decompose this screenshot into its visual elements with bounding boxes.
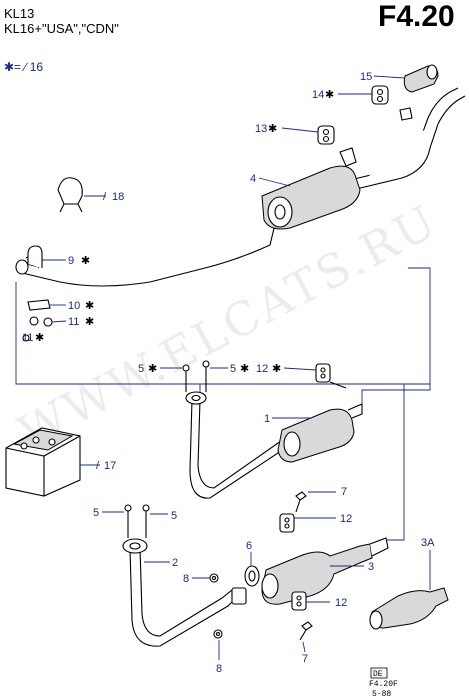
page-code: F4.20 [378, 0, 455, 33]
callout-18: 18 [112, 191, 124, 203]
callout-7-b: 7 [302, 653, 308, 665]
footer-lang: DE [373, 670, 383, 679]
front-muffler-pipe [189, 399, 291, 499]
callout-13: 13 [255, 123, 267, 135]
svg-text:✱: ✱ [85, 315, 94, 328]
footer-date: 5-88 [372, 690, 391, 699]
callout-3: 3 [368, 561, 374, 573]
callout-3a: 3A [421, 537, 435, 549]
callout-5-d: 5 [171, 510, 177, 522]
bolt-5-b [202, 360, 210, 392]
rubber-mount-12-a [315, 363, 347, 389]
callout-8-a: 8 [183, 573, 189, 585]
svg-text:✱: ✱ [272, 362, 281, 375]
frame-line-mid [361, 384, 431, 404]
svg-text:✱: ✱ [268, 122, 277, 135]
footer-ref: F4.20F [369, 680, 398, 689]
callout-14: 14 [312, 89, 324, 101]
footer-lang-box [370, 667, 388, 679]
nut-11 [29, 316, 53, 327]
callout-5-c: 5 [93, 507, 99, 519]
tailpipe-trim-15 [403, 64, 439, 93]
svg-text:✱: ✱ [148, 362, 157, 375]
bolt-7-a [295, 491, 307, 513]
bolt-5-a [182, 364, 190, 392]
clamp-joint [231, 587, 247, 605]
front-flange [122, 538, 148, 554]
rubber-mount-14 [371, 85, 389, 105]
nut-8-b [213, 629, 223, 639]
callout-2: 2 [172, 557, 178, 569]
callout-8-b: 8 [216, 663, 222, 675]
svg-text:✱: ✱ [325, 88, 334, 101]
callout-9: 9 [68, 255, 74, 267]
svg-text:/: / [103, 191, 107, 203]
rear-muffler [261, 165, 361, 230]
bolt-7-b [299, 621, 313, 641]
svg-text:✱: ✱ [35, 331, 44, 344]
callout-4: 4 [250, 173, 256, 185]
callout-6: 6 [246, 540, 252, 552]
clamp-18 [57, 177, 83, 213]
gasket-6 [244, 565, 260, 587]
rubber-mount-12-b [279, 513, 295, 533]
callout-11-a: 11 [68, 316, 79, 328]
frame-line-lower [386, 384, 405, 541]
svg-text:✱: ✱ [85, 299, 94, 312]
svg-text:✱: ✱ [81, 254, 90, 267]
hanger-bracket-upper [339, 107, 413, 167]
u-clamp-9 [27, 245, 43, 268]
callout-12-a: 12 [256, 363, 268, 375]
catalytic-converter-3 [261, 537, 389, 605]
front-muffler-1 [277, 403, 363, 463]
callout-12-b: 12 [340, 513, 352, 525]
model-line-2: KL16+"USA","CDN" [4, 21, 119, 36]
callout-10: 10 [68, 300, 80, 312]
rear-exhaust-pipe [17, 87, 466, 287]
front-pipe-2 [129, 547, 239, 647]
gasket-kit-box-17 [5, 427, 81, 497]
bolt-5-d [142, 504, 150, 538]
callout-12-c: 12 [335, 597, 347, 609]
model-line-1: KL13 [4, 6, 35, 21]
bolt-5-c [124, 504, 132, 538]
callout-5-b: 5 [230, 363, 236, 375]
catalytic-converter-3a [369, 587, 449, 630]
svg-text:/: / [96, 460, 100, 472]
clamp-bracket-10 [27, 299, 51, 311]
callout-17: 17 [104, 460, 116, 472]
flange-gasket [185, 391, 207, 405]
callout-5-a: 5 [138, 363, 144, 375]
svg-text:✱: ✱ [240, 362, 249, 375]
callout-1: 1 [264, 413, 270, 425]
legend-note: ✱= ∕ 16 [4, 60, 44, 74]
rubber-mount-13 [317, 125, 335, 145]
nut-8-a [209, 573, 219, 583]
callout-15: 15 [360, 71, 372, 83]
nut-11-lower [22, 334, 30, 342]
callout-11-b: 11 [22, 332, 33, 344]
rubber-mount-12-c [291, 591, 307, 611]
callout-7-a: 7 [341, 486, 347, 498]
